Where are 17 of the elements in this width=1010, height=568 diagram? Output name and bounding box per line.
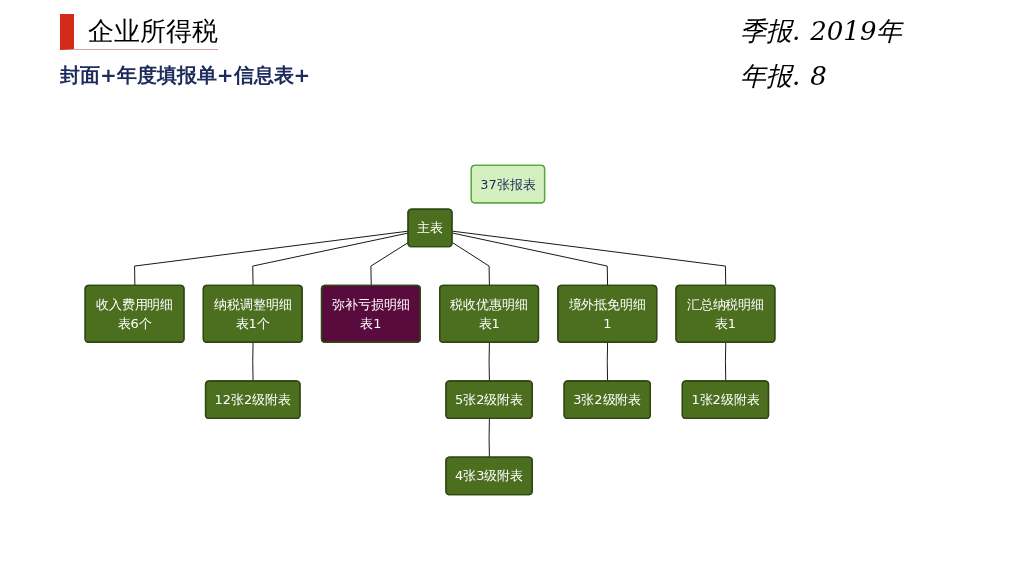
connector xyxy=(252,232,409,287)
connector xyxy=(606,342,609,382)
handwritten-note: 8 xyxy=(810,61,827,91)
slide-title: 企业所得税 xyxy=(60,14,218,50)
connector xyxy=(134,230,409,287)
connector xyxy=(488,418,490,459)
handwritten-note: 年报. xyxy=(740,60,801,93)
connector xyxy=(724,342,727,382)
handwritten-note: 季报. xyxy=(740,15,801,48)
connector xyxy=(451,232,609,287)
subtitle-text: 封面+年度填报单+信息表+ xyxy=(60,63,311,87)
handwritten-note: 2019年 xyxy=(810,15,903,48)
connector xyxy=(370,241,409,287)
connector xyxy=(451,230,727,287)
connector xyxy=(252,342,254,382)
connector xyxy=(451,241,490,287)
connector xyxy=(488,342,490,382)
